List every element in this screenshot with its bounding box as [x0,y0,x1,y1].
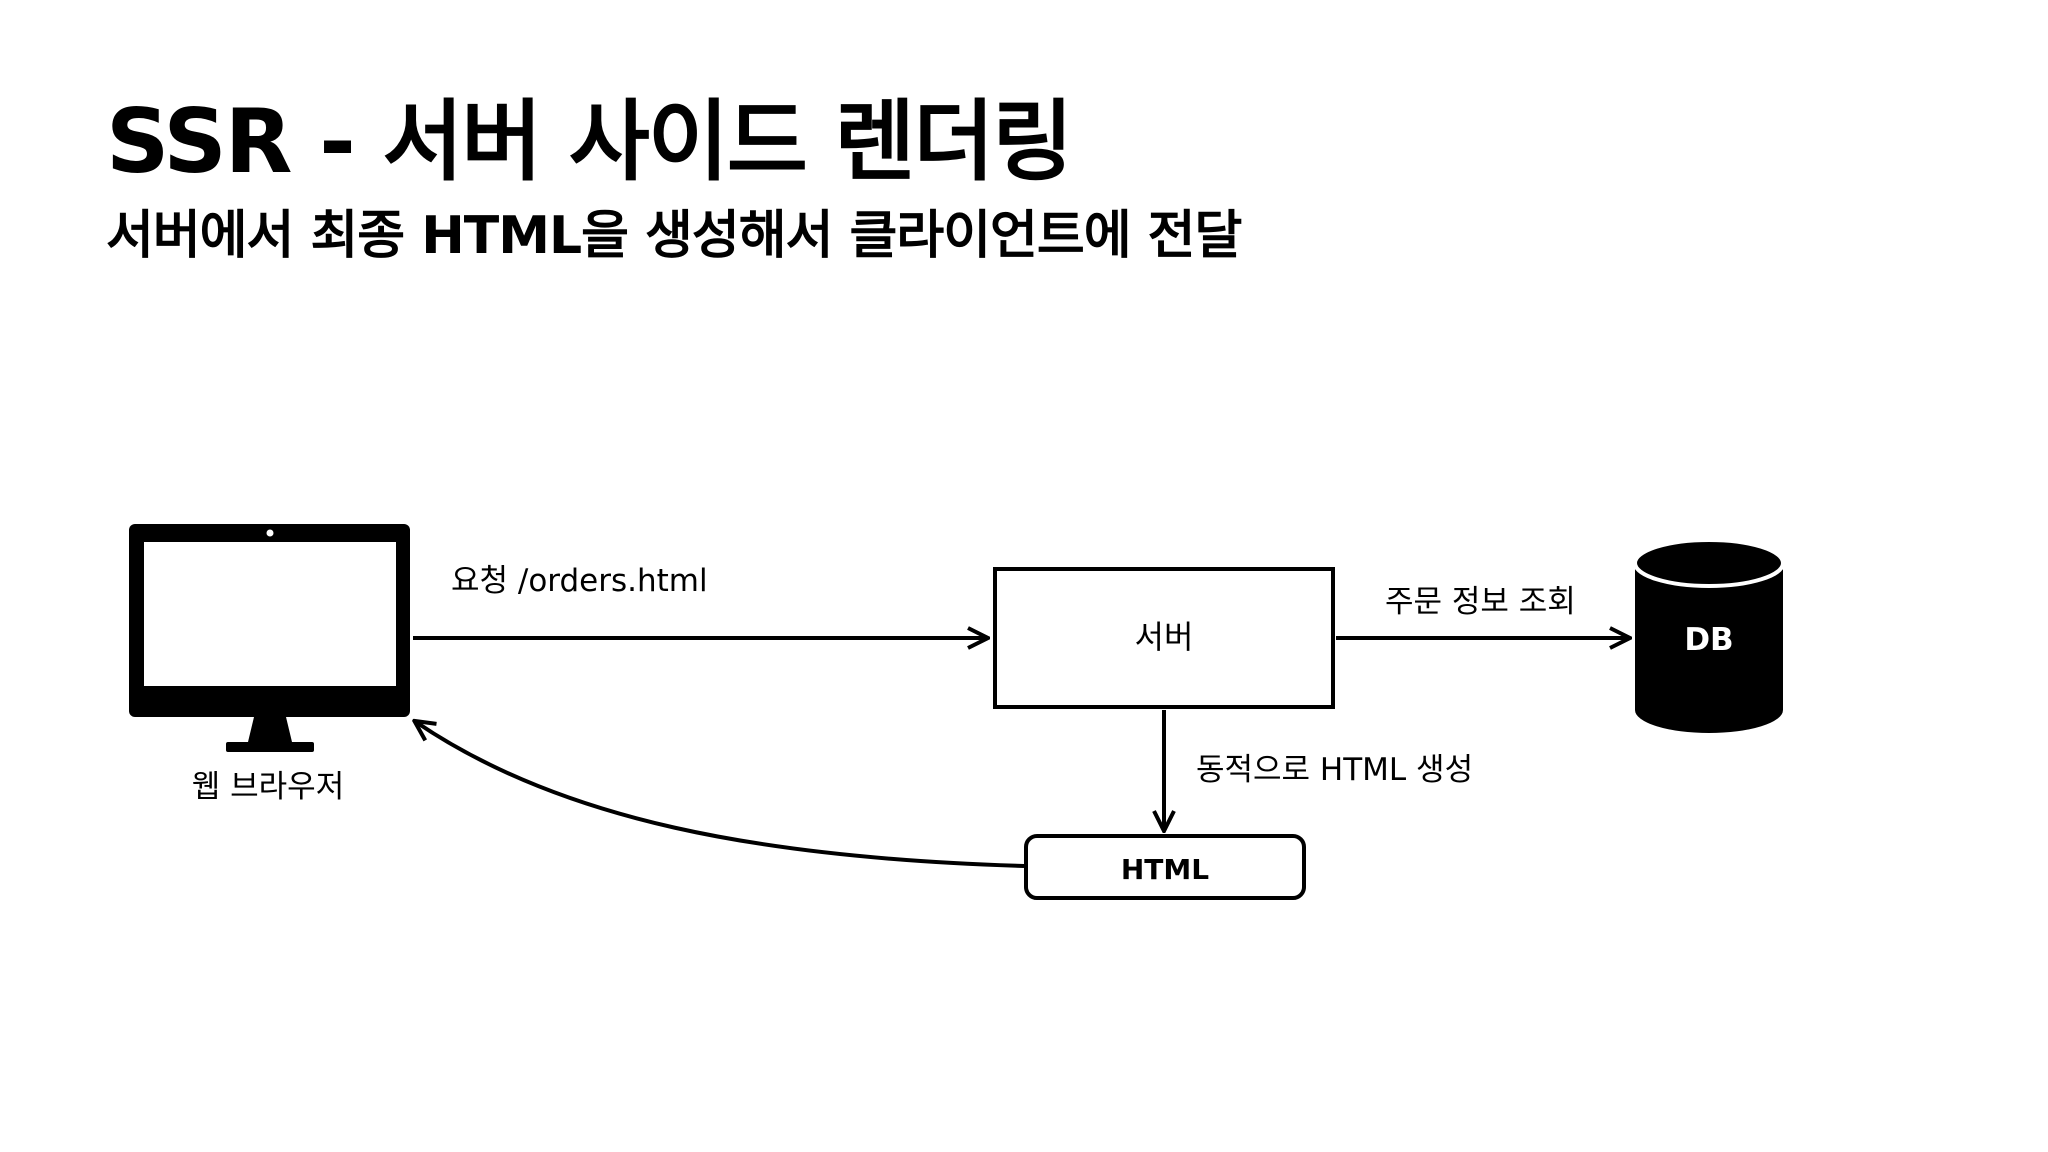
slide-subtitle: 서버에서 최종 HTML을 생성해서 클라이언트에 전달 [106,206,1242,266]
browser-label: 웹 브라우저 [192,769,344,805]
request-label: 요청 /orders.html [451,563,708,599]
db-label: DB [1684,622,1733,658]
html-label: HTML [1121,853,1209,886]
html-box [1024,834,1306,900]
slide-title: SSR - 서버 사이드 렌더링 [106,90,1073,193]
server-box [993,567,1335,709]
server-label: 서버 [1135,618,1194,656]
generate-label: 동적으로 HTML 생성 [1196,752,1473,788]
query-label: 주문 정보 조회 [1385,584,1576,620]
database-icon [1633,538,1785,733]
monitor-icon [129,524,410,752]
response-arrow [416,722,1025,868]
